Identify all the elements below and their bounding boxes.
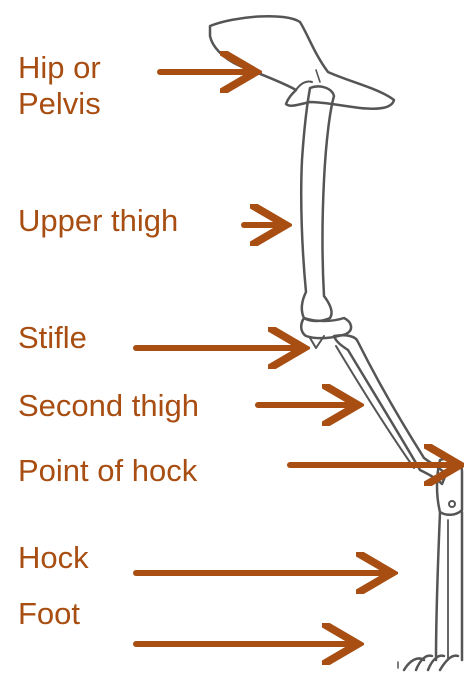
second-thigh-label: Second thigh: [18, 388, 199, 424]
cannon-bone: [436, 512, 462, 660]
hip-label-line-2: Pelvis: [18, 86, 101, 122]
upper-thigh-label: Upper thigh: [18, 203, 178, 239]
foot-label: Foot: [18, 596, 80, 632]
hip-label-line-1: Hip or: [18, 50, 101, 86]
stifle-label: Stifle: [18, 320, 87, 356]
hock-label: Hock: [18, 540, 89, 576]
toe-bones: [404, 656, 458, 670]
femur-bone: [301, 86, 334, 321]
hip-pelvis-label: Hip or Pelvis: [18, 50, 101, 122]
pelvis-bone: [210, 16, 394, 109]
point-of-hock-label: Point of hock: [18, 453, 197, 489]
tibia-bone: [334, 335, 446, 484]
